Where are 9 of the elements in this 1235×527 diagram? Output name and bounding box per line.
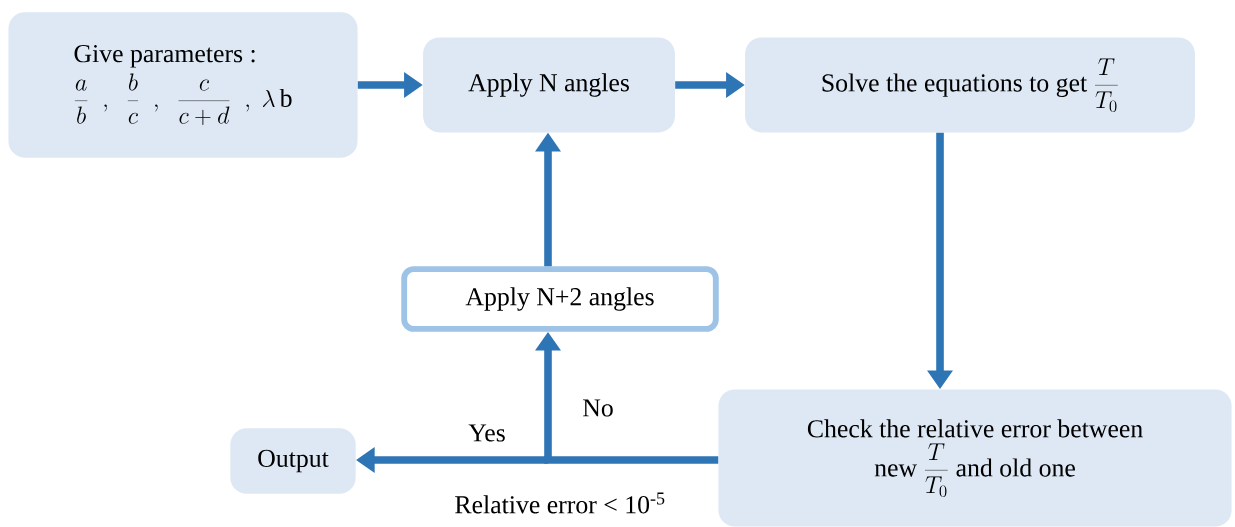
process-box: Apply N+2 angles — [401, 266, 719, 332]
edge-label: Yes — [467, 423, 507, 443]
condition-label: Relative error < 10$^{-5}$ — [455, 492, 665, 514]
edge-label: No — [581, 398, 615, 418]
process-box: Give parameters : $\frac{a}{b}\;\;,\;\;\frac{b}{c}\;\;,\;\;\frac{c}{c+d}\;\;,\;\lambda\,\mathrm{b}$ — [8, 12, 358, 158]
process-box: Solve the equations to get $\frac{T}{T_0}$ — [745, 37, 1195, 133]
process-box: Apply N angles — [423, 37, 675, 133]
output-box: Output — [230, 428, 356, 494]
process-box: Check the relative error between new $\frac{T}{T_0}$ and old one — [718, 389, 1232, 527]
